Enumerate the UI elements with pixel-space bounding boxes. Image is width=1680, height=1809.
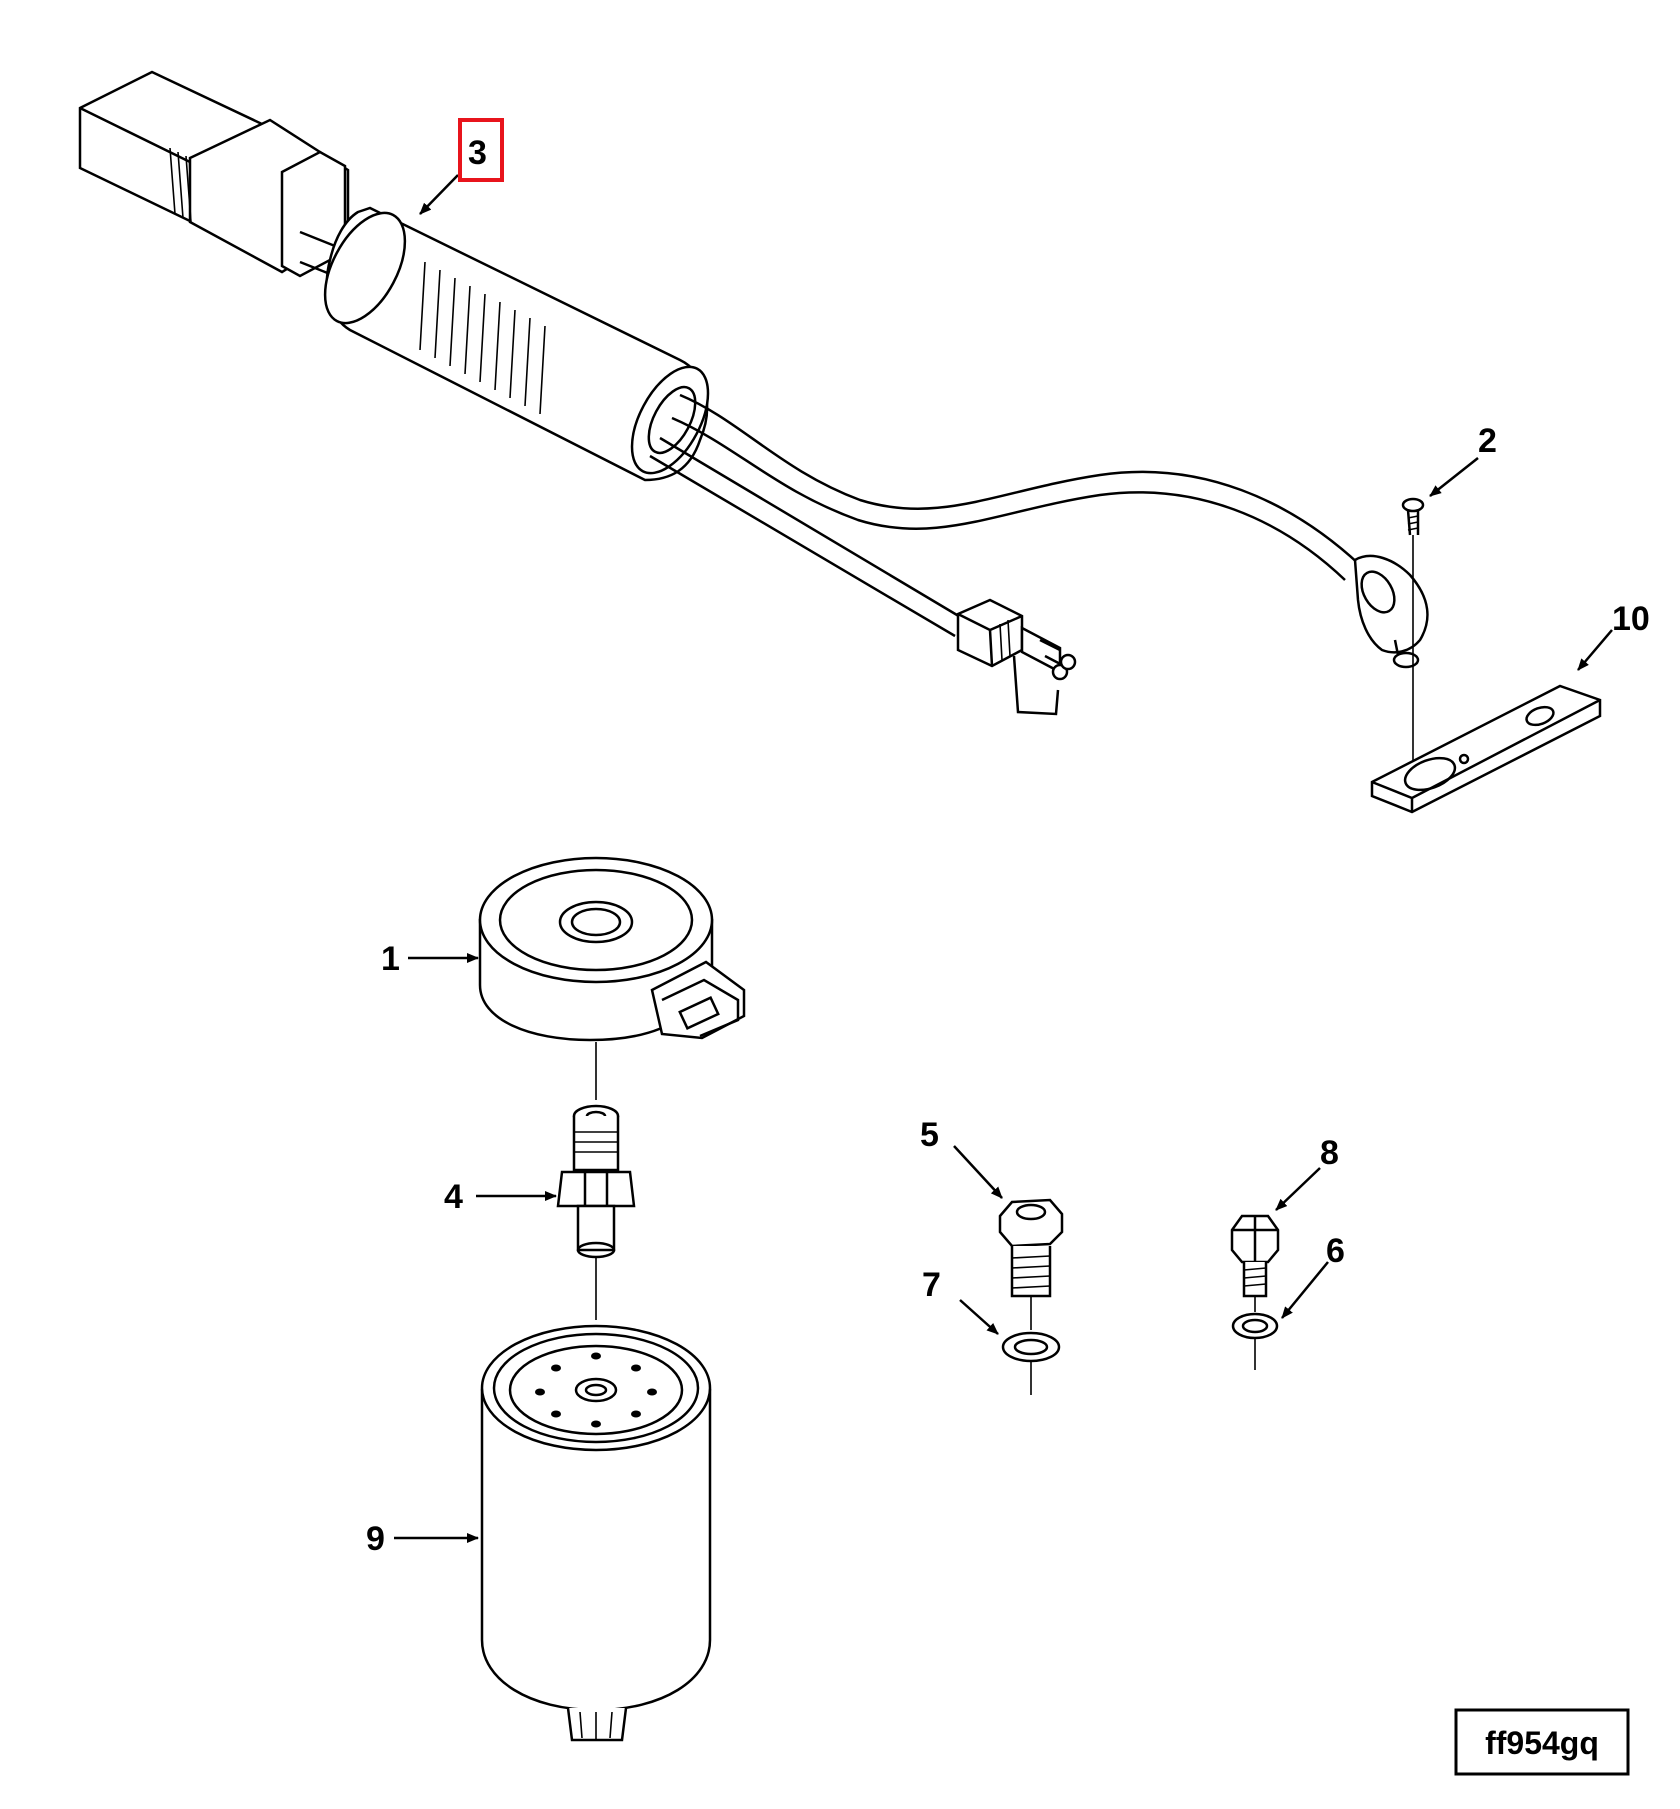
- callout-1: 1: [381, 940, 400, 978]
- sensor-harness: [78, 70, 1429, 716]
- callout-6: 6: [1326, 1232, 1345, 1270]
- callout-4: 4: [444, 1178, 463, 1216]
- figure-id-box: ff954gq: [1454, 1708, 1630, 1776]
- figure-id: ff954gq: [1485, 1725, 1599, 1761]
- callout-3: 3: [468, 134, 487, 172]
- banjo-bolt-part-5: [998, 1198, 1064, 1330]
- callout-7: 7: [922, 1266, 941, 1304]
- bracket-part-10: [1370, 684, 1602, 814]
- callout-9: 9: [366, 1520, 385, 1558]
- washer-part-7: [1001, 1331, 1061, 1395]
- bolt-part-8: [1230, 1214, 1280, 1312]
- callout-8: 8: [1320, 1134, 1339, 1172]
- filter-head-part-1: [478, 856, 746, 1042]
- callout-5: 5: [920, 1116, 939, 1154]
- callout-2: 2: [1478, 422, 1497, 460]
- callout-10: 10: [1612, 600, 1650, 638]
- callout-labels: 1 2 3 4 5 6 7 8 9 10: [366, 118, 1650, 1558]
- screw-part-2: [1401, 497, 1425, 536]
- callout-leaders: [394, 174, 1613, 1543]
- fitting-part-4: [556, 1104, 636, 1259]
- filter-cartridge-part-9: [480, 1324, 712, 1742]
- washer-part-6: [1231, 1312, 1279, 1370]
- callout-3-highlight-box: [458, 118, 504, 182]
